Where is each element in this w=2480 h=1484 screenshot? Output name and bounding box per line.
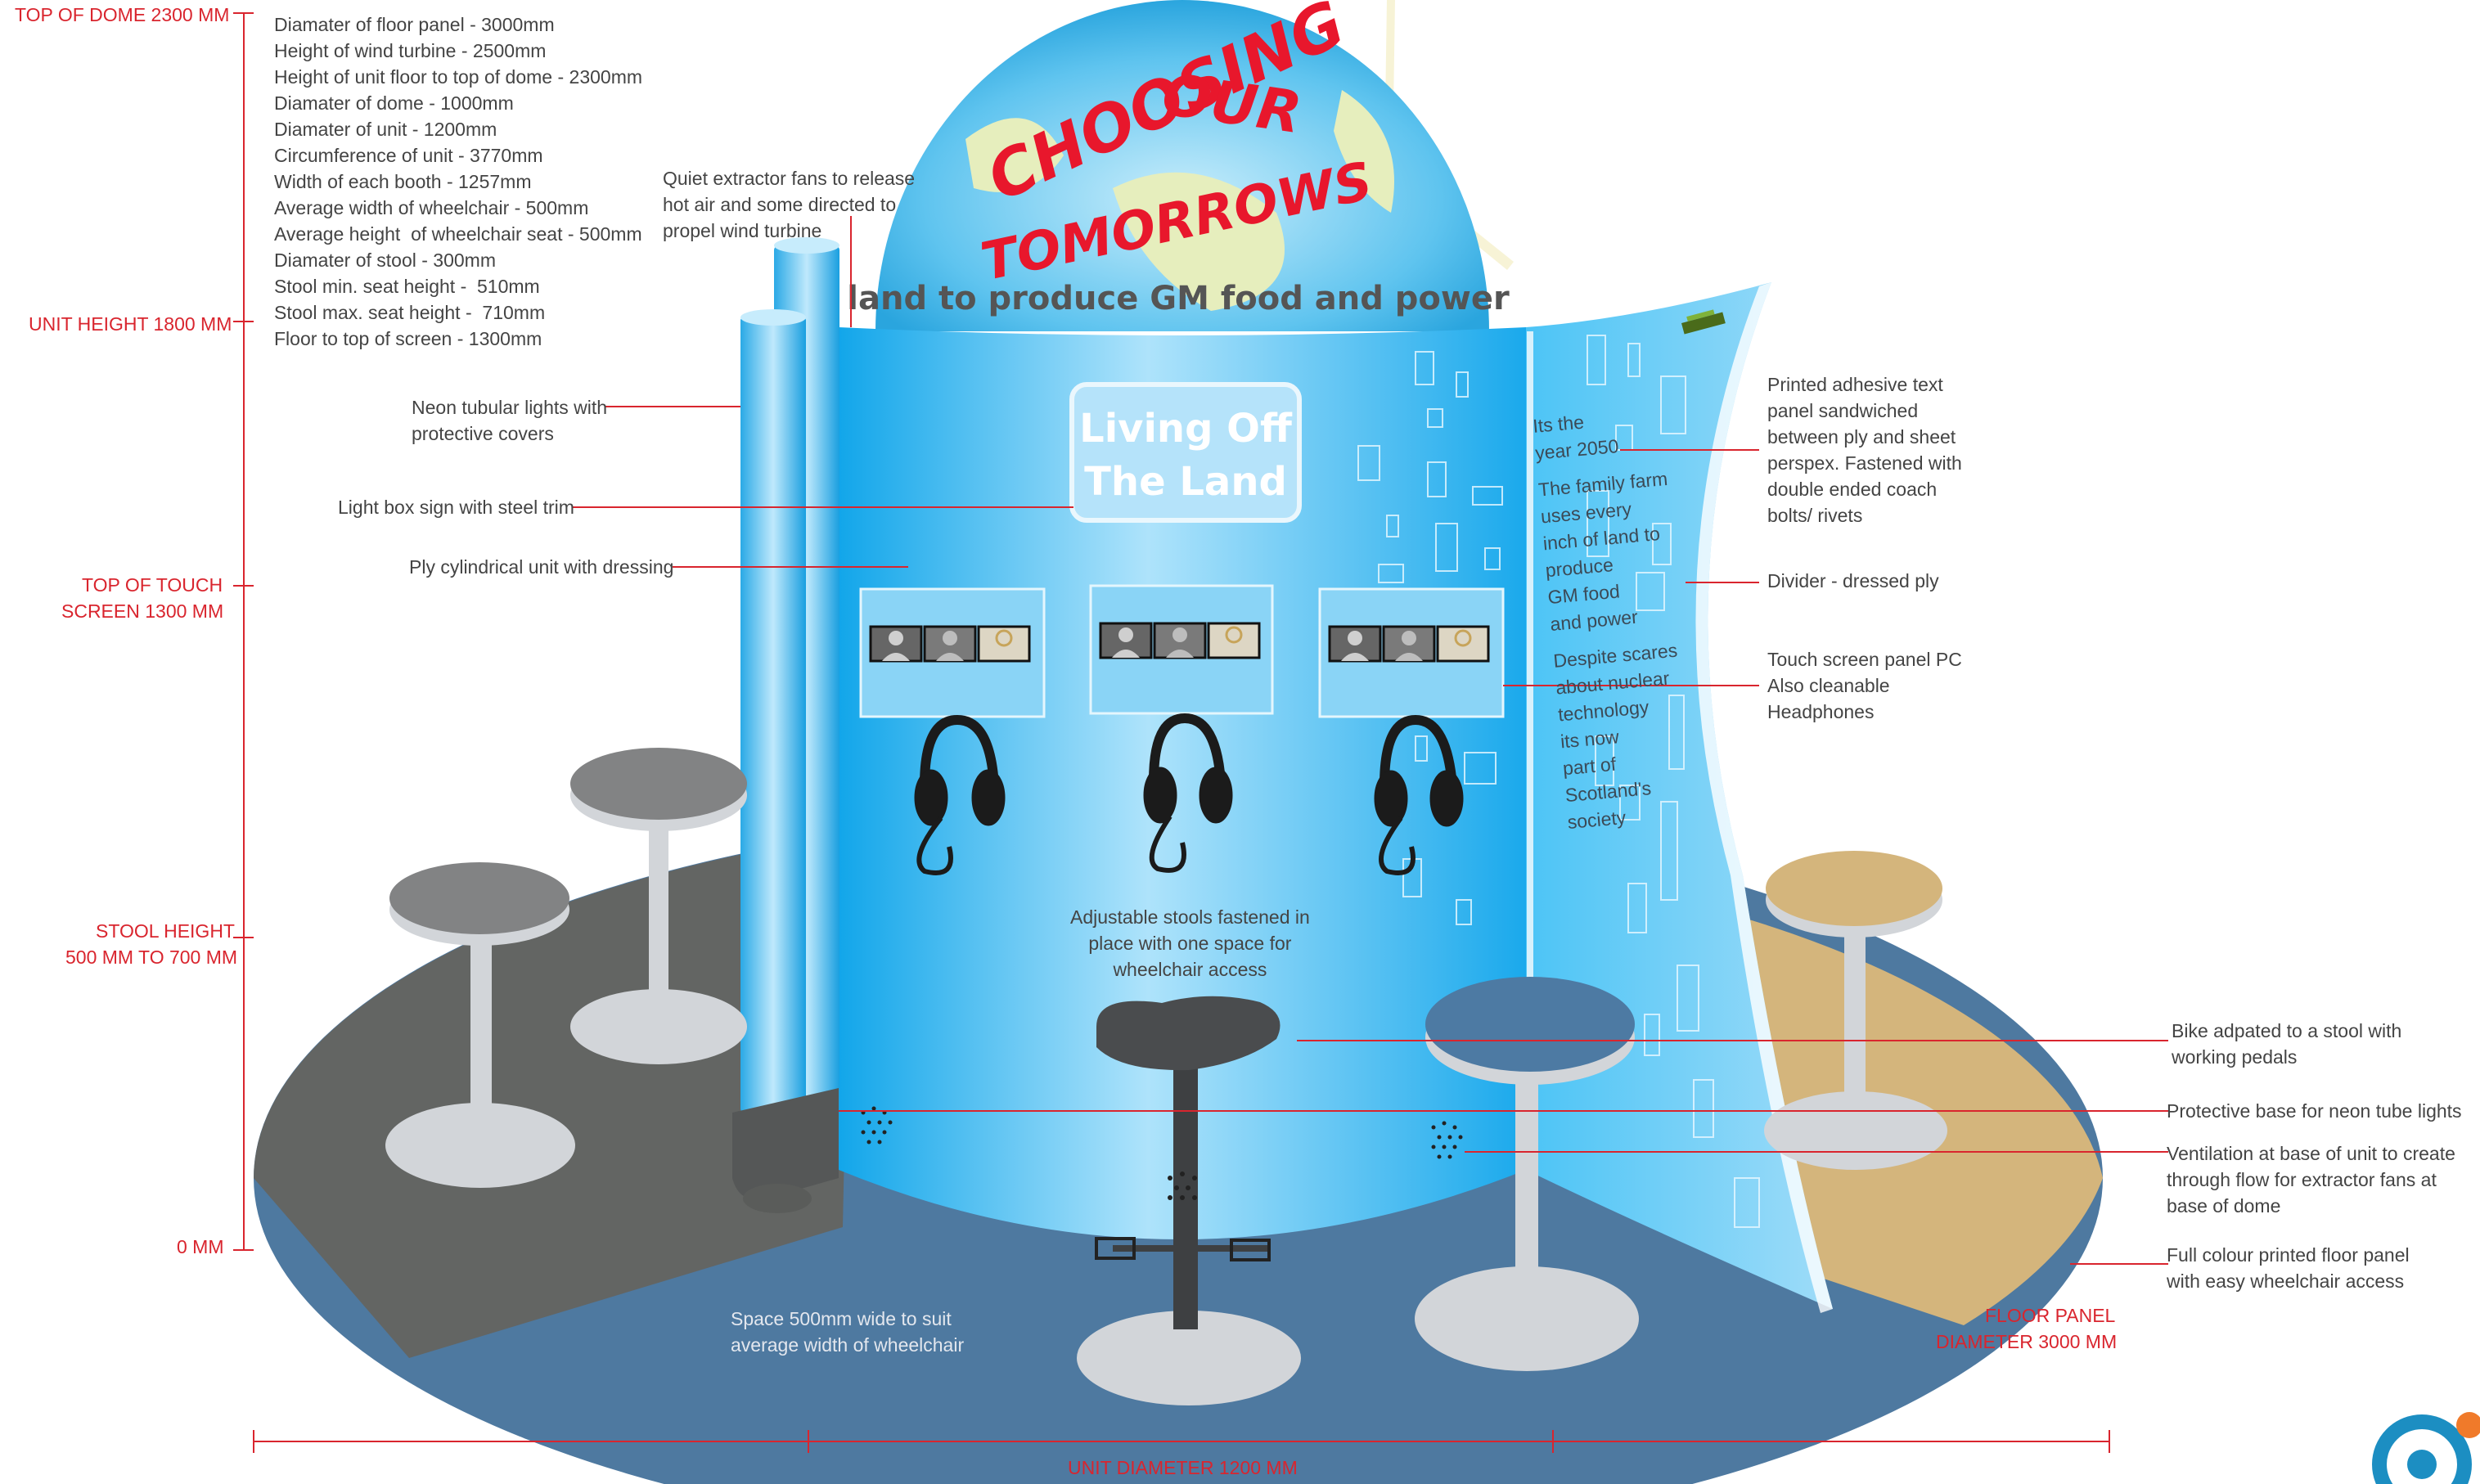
- scale-top-dome: TOP OF DOME 2300 MM: [15, 4, 230, 25]
- ventilation-grille-right: [1431, 1121, 1463, 1159]
- annotation-leaders: [233, 12, 2168, 1453]
- spec-line: Stool max. seat height - 710mm: [274, 302, 546, 323]
- scale-unit-height: UNIT HEIGHT 1800 MM: [29, 313, 232, 335]
- spec-line: Stool min. seat height - 510mm: [274, 276, 540, 297]
- spec-line: Height of wind turbine - 2500mm: [274, 40, 547, 61]
- sign-line-1: Living Off: [1079, 406, 1293, 452]
- printed-panel-label: Printed adhesive text panel sandwiched b…: [1767, 374, 1962, 526]
- ply-unit-label: Ply cylindrical unit with dressing: [409, 556, 674, 578]
- scale-touch-line-1: TOP OF TOUCH: [82, 574, 223, 596]
- light-box-label: Light box sign with steel trim: [338, 497, 574, 518]
- floor-panel-label: Full colour printed floor panel with eas…: [2167, 1244, 2410, 1292]
- spec-line: Floor to top of screen - 1300mm: [274, 328, 542, 349]
- unit-diameter-label: UNIT DIAMETER 1200 MM: [1068, 1457, 1298, 1478]
- light-box-sign: Living Off The Land: [1069, 382, 1302, 523]
- floor-panel-diameter-1: FLOOR PANEL: [1985, 1305, 2116, 1326]
- divider-logo: [1681, 309, 1726, 335]
- stool-grey-front: [385, 862, 575, 1188]
- cylinder-unit: [839, 327, 1526, 1239]
- corner-logo: [2372, 1412, 2480, 1484]
- scale-zero: 0 MM: [177, 1236, 224, 1257]
- spec-line: Diamater of stool - 300mm: [274, 250, 496, 271]
- dome-band-text: land to produce GM food and power: [847, 280, 1510, 317]
- neon-protective-base: [732, 1088, 839, 1213]
- bike-stool: [1077, 996, 1301, 1405]
- spec-line: Average height of wheelchair seat - 500m…: [274, 223, 642, 245]
- spec-line: Width of each booth - 1257mm: [274, 171, 532, 192]
- wheelchair-space-label: Space 500mm wide to suit average width o…: [731, 1308, 965, 1356]
- headphones-left: [914, 714, 1006, 875]
- floor-panel-diameter-2: DIAMETER 3000 MM: [1936, 1331, 2118, 1352]
- headphones-middle: [1143, 713, 1233, 873]
- spec-line: Diamater of floor panel - 3000mm: [274, 14, 555, 35]
- spec-line: Height of unit floor to top of dome - 23…: [274, 66, 643, 88]
- sign-line-2: The Land: [1084, 459, 1287, 505]
- stool-grey-back: [570, 748, 747, 1064]
- neon-tube-lights: [740, 237, 839, 1113]
- headphones-right: [1374, 714, 1464, 875]
- spec-line: Diamater of dome - 1000mm: [274, 92, 514, 114]
- divider-label: Divider - dressed ply: [1767, 570, 1939, 591]
- spec-line: Circumference of unit - 3770mm: [274, 145, 543, 166]
- ventilation-label: Ventilation at base of unit to create th…: [2167, 1143, 2455, 1216]
- touch-screen-label: Touch screen panel PC Also cleanable Hea…: [1767, 649, 1962, 722]
- stool-blue: [1415, 977, 1639, 1371]
- neon-lights-label: Neon tubular lights with protective cove…: [412, 397, 608, 444]
- touch-screen-left: [859, 587, 1046, 718]
- dome: CHOOSING OUR TOMORROWS land to produce G…: [847, 0, 1510, 331]
- protective-base-label: Protective base for neon tube lights: [2167, 1100, 2462, 1122]
- scale-stool-line-2: 500 MM TO 700 MM: [65, 947, 238, 968]
- touch-screen-middle: [1089, 584, 1274, 715]
- bike-stool-label: Bike adpated to a stool with working ped…: [2172, 1020, 2402, 1068]
- extractor-fans-label: Quiet extractor fans to release hot air …: [663, 168, 916, 241]
- spec-line: Average width of wheelchair - 500mm: [274, 197, 589, 218]
- spec-line: Diamater of unit - 1200mm: [274, 119, 497, 140]
- stools-label: Adjustable stools fastened in place with…: [1070, 906, 1310, 980]
- scale-stool-line-1: STOOL HEIGHT: [96, 920, 235, 942]
- touch-screen-right: [1318, 587, 1505, 718]
- scale-touch-line-2: SCREEN 1300 MM: [61, 600, 224, 622]
